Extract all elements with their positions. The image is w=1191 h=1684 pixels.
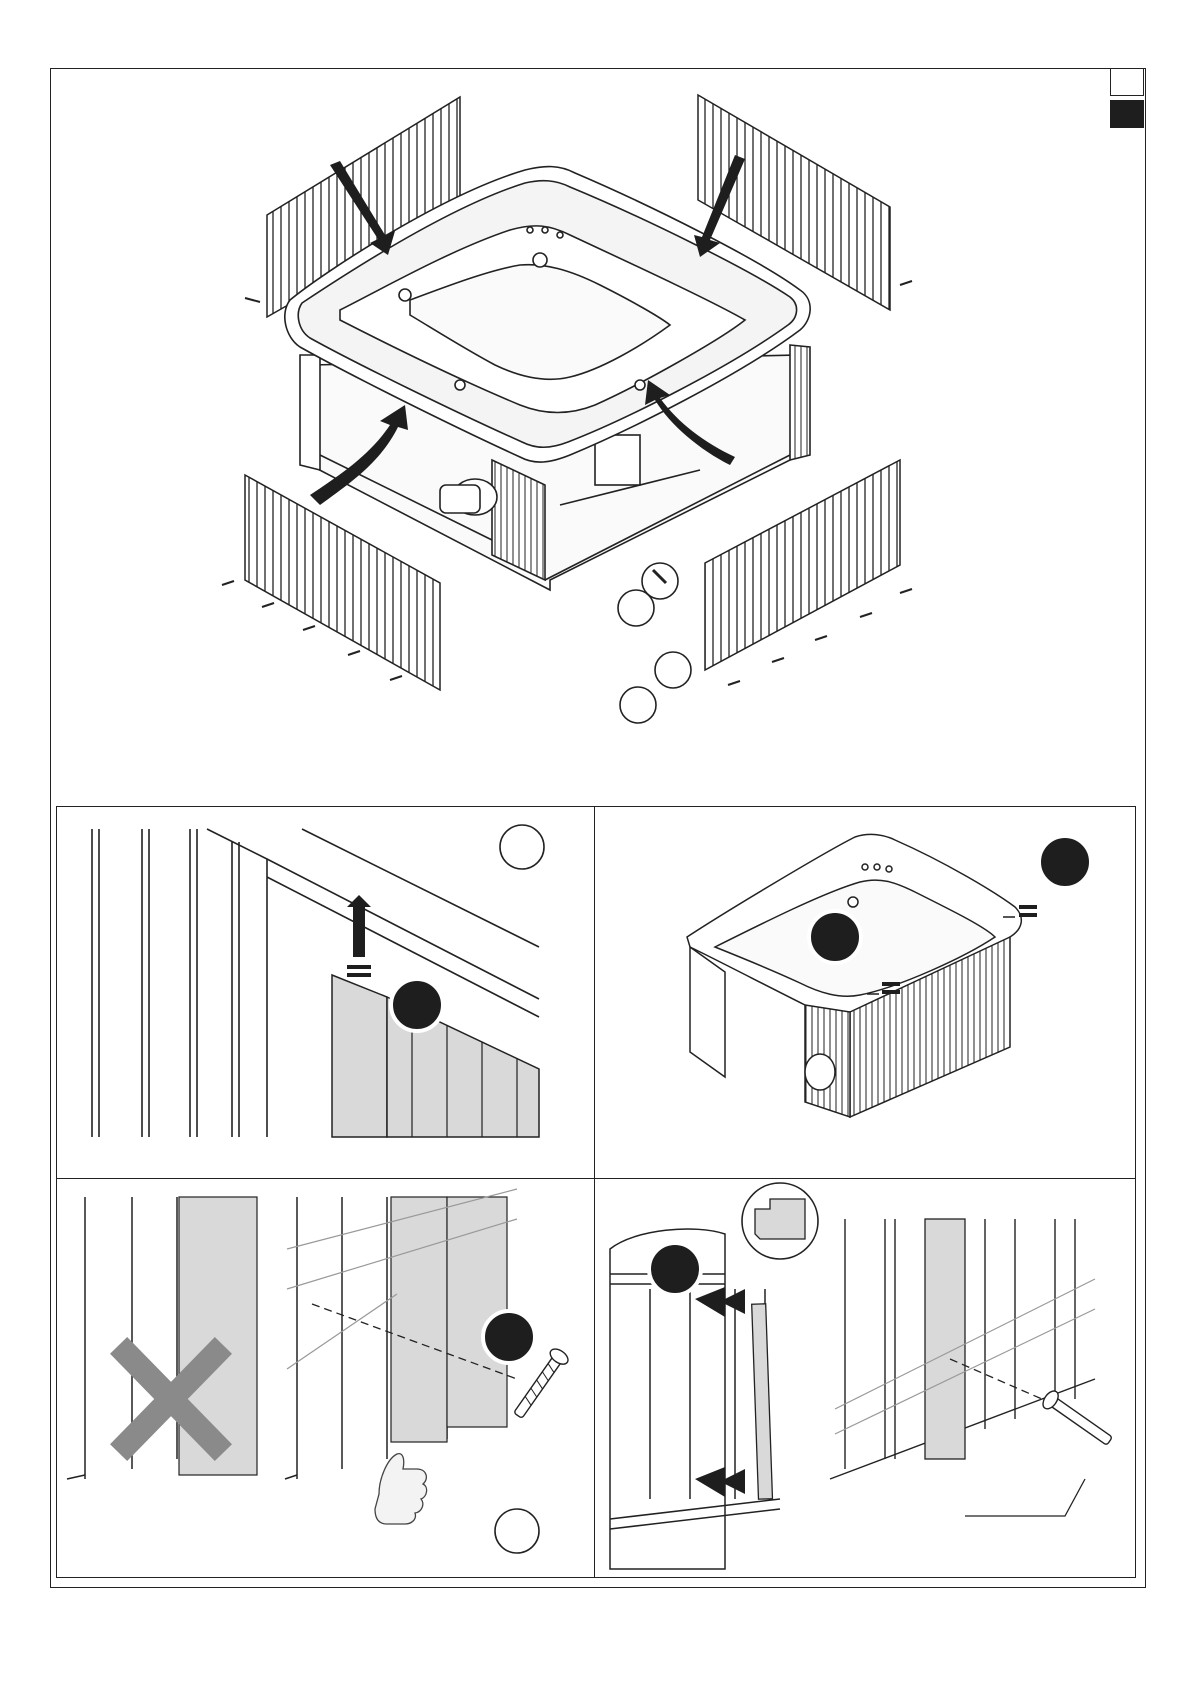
language-marker-filled <box>1110 100 1144 128</box>
callout-circle <box>495 1509 539 1553</box>
thumbs-up-icon <box>375 1454 427 1524</box>
callout-circle <box>500 825 544 869</box>
step-badge <box>649 1243 701 1295</box>
step-panel-top-right <box>595 807 1135 1179</box>
language-marker-empty <box>1110 68 1144 96</box>
detail-callouts <box>618 563 691 723</box>
step-panel-bottom-left <box>57 1179 595 1577</box>
step-badge <box>391 979 443 1031</box>
step-badge <box>483 1311 535 1363</box>
step-badge <box>1039 836 1091 888</box>
step-badge <box>809 911 861 963</box>
main-assembly-figure <box>200 85 960 745</box>
step-panel-top-left <box>57 807 595 1179</box>
step-panel-bottom-right <box>595 1179 1135 1577</box>
detail-zoom-circle <box>742 1183 818 1259</box>
front-right-panel <box>705 460 912 685</box>
screw-icon <box>1040 1388 1115 1449</box>
detail-steps-grid <box>56 806 1136 1578</box>
